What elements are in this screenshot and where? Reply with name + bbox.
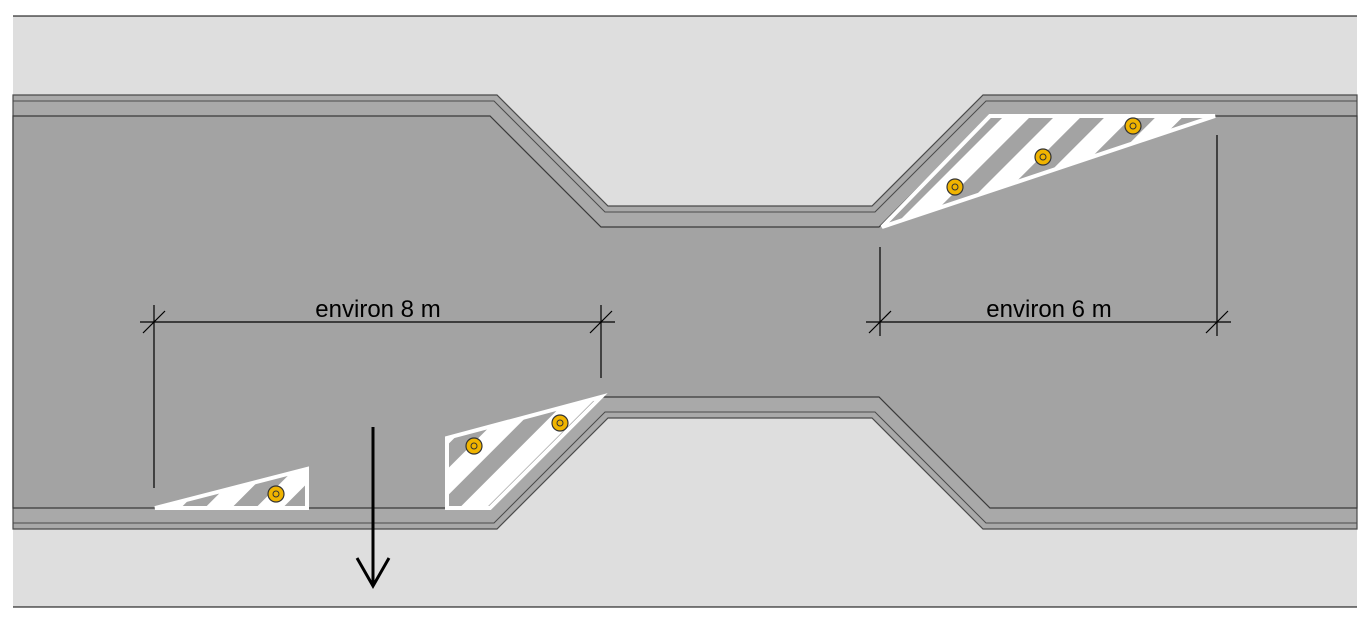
dimension-label-left: environ 8 m <box>315 296 440 323</box>
dimension-label-right: environ 6 m <box>986 296 1111 323</box>
dimension-right <box>866 135 1231 336</box>
direction-arrow <box>355 427 391 590</box>
road-marker <box>267 485 285 503</box>
road-marker <box>551 414 569 432</box>
curb-line-top <box>13 100 1357 213</box>
curb-line-bottom <box>13 411 1357 524</box>
dimension-tick <box>589 310 613 334</box>
dimension-tick <box>868 310 892 334</box>
island-outline-top-right <box>880 114 1216 229</box>
island-outline-middle <box>445 393 608 510</box>
dimension-tick <box>142 310 166 334</box>
road-marker <box>1034 148 1052 166</box>
road-marker <box>946 178 964 196</box>
road-marker <box>465 437 483 455</box>
dimension-tick <box>1205 310 1229 334</box>
island-outline-bottom-left <box>154 466 309 510</box>
road-marker <box>1124 117 1142 135</box>
dimension-left <box>140 305 615 488</box>
